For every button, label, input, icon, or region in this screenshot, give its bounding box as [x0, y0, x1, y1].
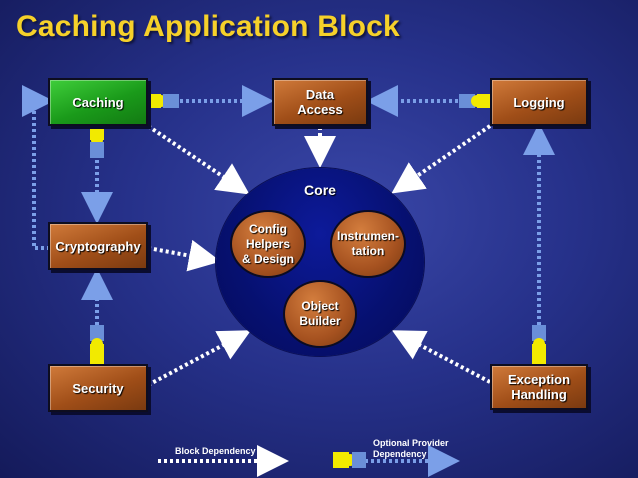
prov-crypto-caching: [22, 85, 54, 250]
dep-logging-core: [391, 124, 492, 194]
data-access-block: Data Access: [272, 78, 368, 126]
puzzle-exception-top: [532, 325, 546, 364]
exception-handling-block: Exception Handling: [490, 364, 588, 410]
caching-block: Caching: [48, 78, 148, 126]
legend-block-dependency: Block Dependency: [175, 446, 256, 456]
dep-security-core: [147, 330, 252, 387]
config-helpers-node: Config Helpers & Design: [230, 210, 306, 278]
core-label: Core: [304, 182, 336, 198]
legend-puzzle: [333, 452, 366, 468]
puzzle-caching-right: [147, 94, 179, 108]
puzzle-security-top: [90, 325, 104, 364]
object-builder-node: Object Builder: [283, 280, 357, 348]
slide-title: Caching Application Block: [16, 10, 400, 43]
puzzle-caching-bottom: [90, 126, 104, 158]
cryptography-block: Cryptography: [48, 222, 148, 270]
security-block: Security: [48, 364, 148, 412]
dep-caching-core: [146, 124, 250, 195]
dep-exception-core: [391, 330, 491, 384]
dep-crypto-core: [147, 239, 221, 272]
puzzle-logging-left: [459, 94, 491, 108]
instrumentation-node: Instrumen- tation: [330, 210, 406, 278]
logging-block: Logging: [490, 78, 588, 126]
legend-optional-provider: Optional Provider Dependency: [373, 438, 449, 459]
